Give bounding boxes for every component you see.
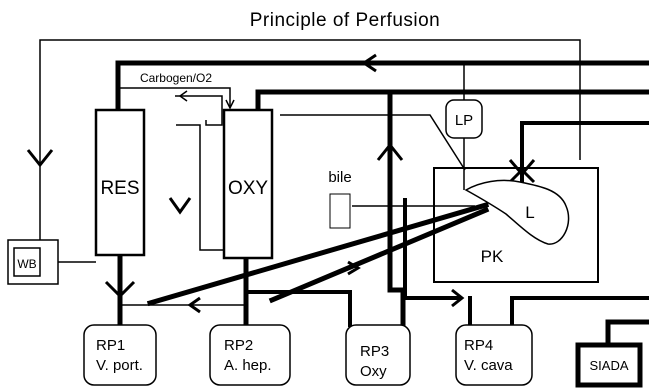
pump-rp4-name: RP4 (464, 337, 493, 354)
right-inlet-line (520, 121, 649, 187)
pump-rp2-name: RP2 (224, 337, 253, 354)
bile-container (329, 193, 351, 229)
arrow-rp3-up (376, 142, 404, 161)
liver-label: L (525, 203, 534, 222)
pump-rp3-name: RP3 (360, 343, 389, 360)
pump-rp1-vessel: V. port. (96, 357, 143, 374)
thin-arrows (178, 90, 235, 110)
carbogen-label: Carbogen/O2 (140, 71, 212, 85)
arrow-res-rp1 (104, 280, 136, 299)
liver-shape (464, 179, 570, 245)
lp-box (445, 99, 483, 139)
arrow-wb-down (26, 149, 54, 168)
carbogen-branch (175, 95, 223, 126)
arrow-hep (347, 260, 361, 276)
wb-loop-line (39, 39, 581, 240)
pump-rp1-name: RP1 (96, 337, 125, 354)
reservoir-box (94, 108, 146, 257)
oxygenator-box (222, 108, 274, 260)
arrow-oxy-res (168, 197, 192, 215)
lp-label: LP (455, 112, 473, 129)
arrow-rp-link (187, 296, 201, 314)
wb-label: WB (17, 257, 36, 271)
bile-label: bile (328, 169, 351, 186)
siada-label: SIADA (589, 358, 628, 373)
oxygenator-label: OXY (228, 178, 268, 199)
pump-rp3: RP3 Oxy (345, 324, 411, 386)
oxy-liver-link (280, 114, 466, 171)
portal-vein-line (146, 201, 490, 307)
rp3-line-a (387, 287, 406, 328)
pump-rp2-vessel: A. hep. (224, 357, 272, 374)
pk-chamber (433, 167, 599, 283)
hepatic-artery-line (268, 206, 490, 304)
arrow-liver-up (508, 167, 536, 184)
rp2-branch (244, 290, 352, 327)
thick-tubing (115, 60, 649, 348)
arrow-carbogen-down (225, 99, 235, 110)
rp4-right (510, 296, 649, 327)
pump-rp4: RP4 V. cava (455, 324, 533, 386)
pump-rp3-vessel: Oxy (360, 363, 387, 380)
carbogen-line (118, 87, 231, 108)
siada-line (605, 319, 649, 348)
pump-rp4-vessel: V. cava (464, 357, 513, 374)
diagram-title: Principle of Perfusion (250, 10, 441, 31)
arrow-right-inlet (508, 159, 536, 177)
arrow-carbogen (178, 90, 188, 102)
pump-rp1: RP1 V. port. (83, 324, 157, 386)
siada-box (575, 342, 643, 388)
oxy-line-top (255, 89, 649, 113)
flow-arrows (26, 53, 536, 314)
thin-tubing (39, 39, 581, 306)
reservoir-label: RES (100, 178, 139, 199)
oxy-res-link (176, 124, 225, 251)
arrow-return (361, 53, 377, 73)
vena-cava-in (403, 198, 462, 300)
arrow-vena-cava (451, 288, 465, 308)
return-line-top (115, 60, 649, 113)
pk-label: PK (481, 247, 504, 266)
wb-inner (13, 247, 41, 277)
pump-rp2: RP2 A. hep. (209, 324, 291, 386)
